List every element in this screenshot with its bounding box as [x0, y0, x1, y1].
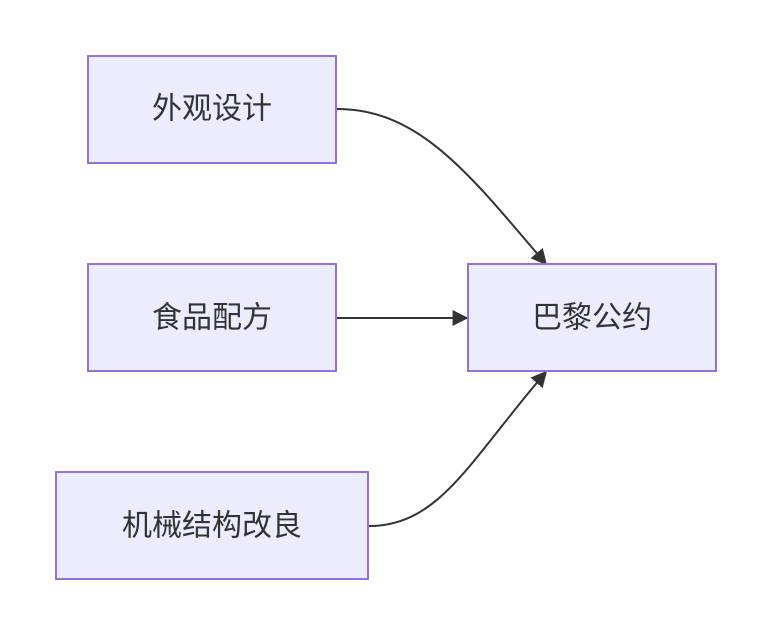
node-recipe-label: 食品配方	[152, 301, 272, 336]
edges	[336, 108, 548, 527]
node-recipe[interactable]: 食品配方	[87, 263, 337, 372]
node-mechanical[interactable]: 机械结构改良	[55, 471, 369, 580]
node-appearance-label: 外观设计	[152, 92, 272, 127]
node-paris[interactable]: 巴黎公约	[467, 263, 717, 372]
edge-appearance-to-paris	[336, 108, 548, 266]
edge-mechanical-to-paris	[368, 370, 548, 527]
node-mechanical-label: 机械结构改良	[122, 509, 302, 544]
node-paris-label: 巴黎公约	[532, 301, 652, 336]
node-appearance[interactable]: 外观设计	[87, 55, 337, 164]
